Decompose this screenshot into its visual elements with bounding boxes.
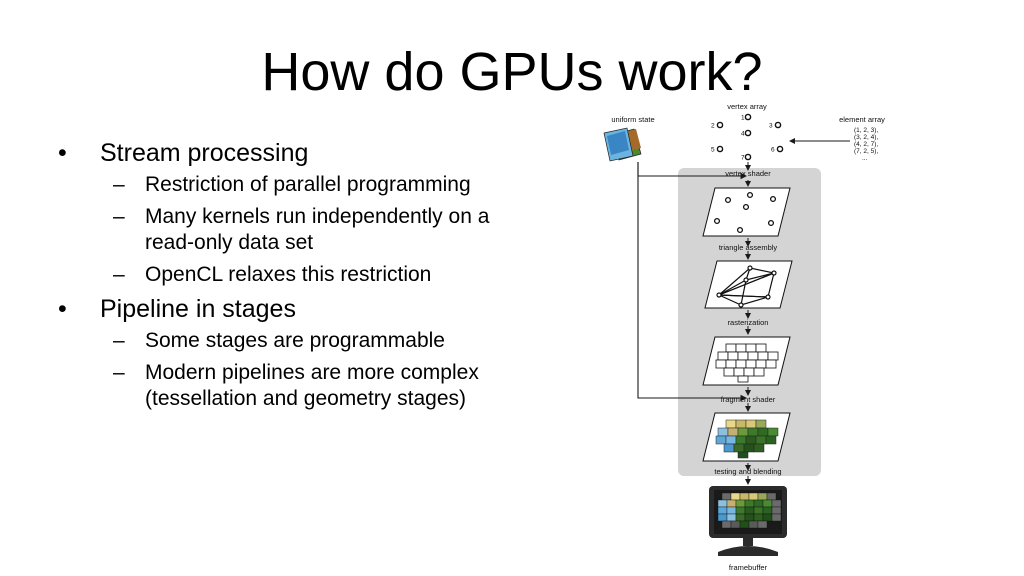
framebuffer-label: framebuffer <box>729 563 768 572</box>
sub-bullet: – OpenCL relaxes this restriction <box>58 262 528 288</box>
vertex-shader-stage <box>702 187 791 237</box>
framebuffer-monitor <box>709 486 787 556</box>
bullet-text: Pipeline in stages <box>100 295 296 323</box>
uniform-state-label: uniform state <box>611 115 654 124</box>
element-array-line: (1, 2, 3), <box>854 127 878 134</box>
bullet-pipeline-in-stages: • Pipeline in stages <box>58 294 528 324</box>
sub-bullet: – Many kernels run independently on a re… <box>58 204 528 256</box>
fragment-shader-stage <box>702 412 791 462</box>
pipeline-panel <box>678 168 821 476</box>
bullet-marker: • <box>58 139 67 167</box>
sub-bullet: – Restriction of parallel programming <box>58 172 528 198</box>
vertex-number: 5 <box>711 147 715 154</box>
fragment-shader-label: fragment shader <box>721 395 776 404</box>
sub-bullet: – Modern pipelines are more complex (tes… <box>58 360 528 412</box>
vertex-numbers: 1 2 3 4 5 6 7 <box>711 115 775 162</box>
sub-bullet-text: Restriction of parallel programming <box>145 173 471 196</box>
element-array-values: (1, 2, 3), (3, 2, 4), (4, 2, 7), (7, 2, … <box>854 127 878 162</box>
triangle-assembly-label: triangle assembly <box>719 243 778 252</box>
triangle-assembly-stage <box>704 260 793 309</box>
sub-bullet-text: Modern pipelines are more complex (tesse… <box>145 361 479 410</box>
rasterization-label: rasterization <box>728 318 769 327</box>
sub-bullet-marker: – <box>113 173 125 196</box>
sub-bullet-marker: – <box>113 263 125 286</box>
element-array-label: element array <box>839 115 885 124</box>
sub-bullet-marker: – <box>113 205 125 228</box>
rasterization-stage <box>702 336 791 386</box>
sub-bullet-text: OpenCL relaxes this restriction <box>145 263 432 286</box>
sub-bullet-marker: – <box>113 329 125 352</box>
sub-bullet: – Some stages are programmable <box>58 328 528 354</box>
bullet-list: • Stream processing – Restriction of par… <box>58 138 528 418</box>
sub-bullet-text: Some stages are programmable <box>145 329 445 352</box>
element-array-line: (3, 2, 4), <box>854 134 878 141</box>
element-array-line: (4, 2, 7), <box>854 141 878 148</box>
vertex-number: 7 <box>741 155 745 162</box>
uniform-to-fragment-arrow <box>637 162 748 402</box>
gpu-pipeline-diagram: vertex array 1 2 3 4 5 6 7 uniform state… <box>600 100 900 576</box>
vertex-number: 1 <box>741 115 745 122</box>
vertex-number: 2 <box>711 123 715 130</box>
vertex-array <box>716 113 784 161</box>
element-array-line: ... <box>862 155 868 162</box>
uniform-state-textures <box>603 127 642 162</box>
vertex-number: 4 <box>741 131 745 138</box>
vertex-number: 3 <box>769 123 773 130</box>
bullet-stream-processing: • Stream processing <box>58 138 528 168</box>
bullet-marker: • <box>58 295 67 323</box>
sub-bullet-text: Many kernels run independently on a read… <box>145 205 490 254</box>
sub-bullet-marker: – <box>113 361 125 384</box>
element-array-line: (7, 2, 5), <box>854 148 878 155</box>
vertex-number: 6 <box>771 147 775 154</box>
testing-blending-label: testing and blending <box>714 467 781 476</box>
vertex-array-label: vertex array <box>727 102 767 111</box>
slide-title: How do GPUs work? <box>261 42 763 102</box>
bullet-text: Stream processing <box>100 139 309 167</box>
vertex-shader-label: vertex shader <box>725 169 771 178</box>
